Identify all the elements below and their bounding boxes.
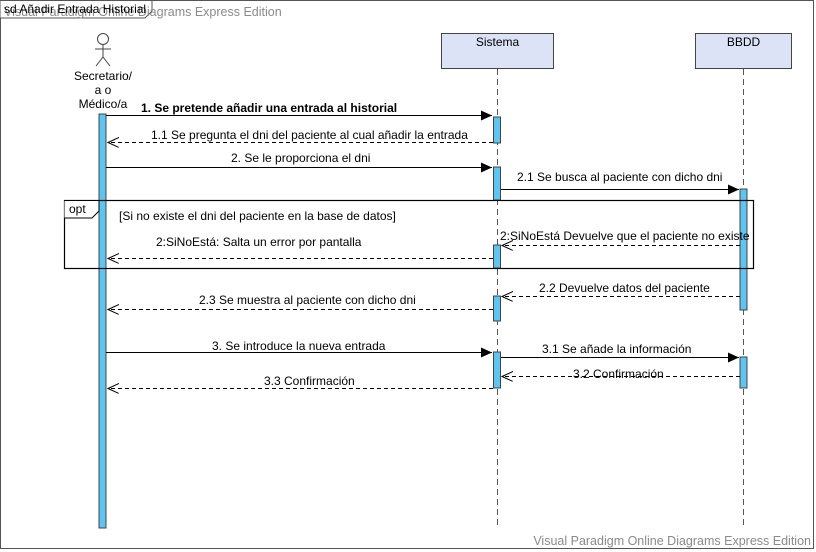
watermark-bottom: Visual Paradigm Online Diagrams Express … — [533, 534, 811, 548]
opt-fragment — [63, 199, 755, 270]
msg-3-3-label: 3.3 Confirmación — [264, 374, 355, 388]
lifeline-head-sistema — [441, 33, 554, 69]
lifeline-head-bbdd — [695, 33, 792, 69]
msg-2-sino-bd-label: 2:SiNoEstá Devuelve que el paciente no e… — [500, 229, 750, 243]
msg-2-sino-ui-label: 2:SiNoEstá: Salta un error por pantalla — [156, 235, 362, 249]
activation-actor — [98, 113, 107, 529]
msg-1-1-label: 1.1 Se pregunta el dni del paciente al c… — [151, 128, 468, 142]
msg-3-label: 3. Se introduce la nueva entrada — [212, 339, 386, 353]
activation-sistema-1 — [493, 116, 501, 144]
msg-1-label: 1. Se pretende añadir una entrada al his… — [141, 101, 397, 115]
msg-2-1-label: 2.1 Se busca al paciente con dicho dni — [517, 170, 722, 184]
lifeline-label-sistema: Sistema — [476, 35, 520, 49]
frame-title-tab — [0, 0, 153, 19]
opt-operator: opt — [69, 202, 86, 216]
activation-sistema-5 — [493, 351, 501, 389]
activation-bbdd-1 — [739, 188, 748, 311]
frame-title: sd Añadir Entrada Historial — [4, 2, 146, 16]
msg-3-1-label: 3.1 Se añade la información — [542, 342, 691, 356]
activation-sistema-3 — [493, 244, 501, 269]
activation-sistema-4 — [493, 295, 501, 322]
activation-sistema-2 — [493, 166, 501, 201]
actor-icon — [95, 33, 111, 67]
msg-3-2-label: 3.2 Confirmación — [573, 367, 664, 381]
opt-guard: [Si no existe el dni del paciente en la … — [119, 209, 396, 223]
actor-label-line1: Secretario/ — [74, 69, 133, 83]
watermark-top: Visual Paradigm Online Diagrams Express … — [4, 5, 282, 19]
msg-2-2-label: 2.2 Devuelve datos del paciente — [539, 281, 710, 295]
msg-2-label: 2. Se le proporciona el dni — [231, 151, 370, 165]
activation-bbdd-2 — [739, 356, 748, 389]
opt-fragment-tab — [64, 200, 100, 219]
actor-label-line2: a o — [95, 83, 112, 97]
actor-label-line3: Médico/a — [79, 97, 128, 111]
msg-2-3-label: 2.3 Se muestra al paciente con dicho dni — [199, 293, 416, 307]
lifeline-label-bbdd: BBDD — [727, 35, 761, 49]
